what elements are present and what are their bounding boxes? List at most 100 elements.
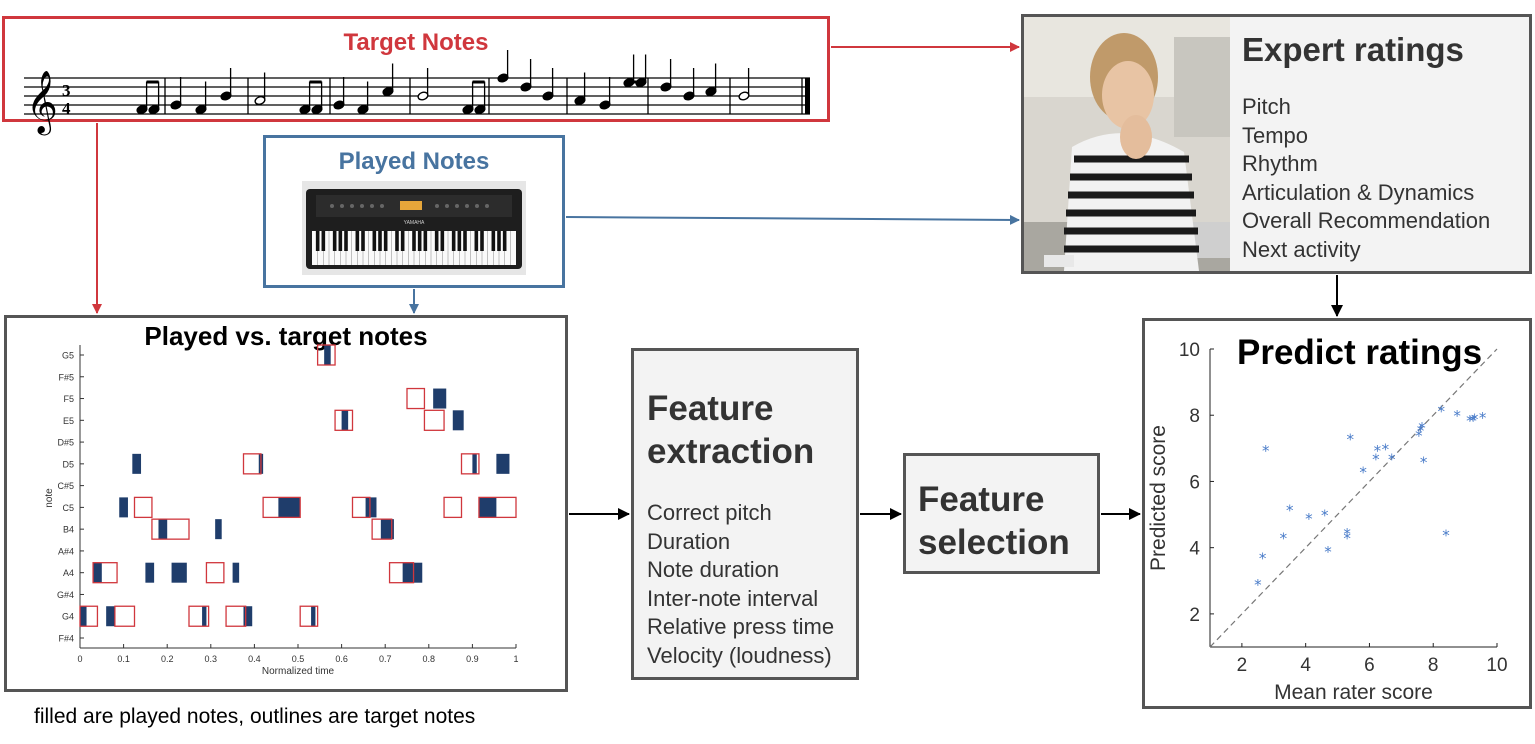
x-tick-label: 6 <box>1364 655 1375 676</box>
fe-item-duration: Duration <box>647 528 731 554</box>
target-notes-panel: Target Notes 𝄞 3 4 <box>2 16 830 136</box>
y-tick-label: A4 <box>63 568 74 578</box>
scatter-point: * <box>1418 419 1426 437</box>
scatter-point: * <box>1324 543 1332 561</box>
y-tick-label: D5 <box>62 459 74 469</box>
treble-clef-icon: 𝄞 <box>26 70 58 136</box>
target-note-mark <box>114 605 136 627</box>
x-tick-label: 10 <box>1486 655 1507 676</box>
feature-selection-panel: Feature selection <box>903 453 1100 574</box>
y-tick-label: G5 <box>62 351 74 361</box>
black-key <box>423 231 428 251</box>
y-tick-label: 4 <box>1189 539 1200 560</box>
black-key <box>457 231 462 251</box>
black-key <box>502 231 507 251</box>
pvt-title: Played vs. target notes <box>144 321 428 351</box>
black-key <box>372 231 377 251</box>
keyboard-image: YAMAHA <box>302 181 526 275</box>
played-notes-title: Played Notes <box>338 148 490 175</box>
scatter-point: * <box>1280 530 1288 548</box>
time-signature-bottom: 4 <box>62 99 71 118</box>
target-note-mark <box>423 409 445 431</box>
x-axis-label: Normalized time <box>262 666 335 677</box>
played-note-mark <box>311 606 316 627</box>
played-note-mark <box>202 606 207 627</box>
black-key <box>474 231 479 251</box>
black-key <box>338 231 343 251</box>
fe-title-line2: extraction <box>647 432 815 471</box>
scatter-point: * <box>1254 576 1262 594</box>
feature-extraction-panel: Feature extraction Correct pitch Duratio… <box>631 348 859 680</box>
played-note-mark <box>132 453 142 474</box>
scatter-point: * <box>1359 464 1367 482</box>
keyboard-display <box>400 201 422 210</box>
black-key <box>451 231 456 251</box>
fe-item-relative-press-time: Relative press time <box>647 614 835 640</box>
scatter-point: * <box>1286 502 1294 520</box>
scatter-point: * <box>1382 440 1390 458</box>
arrow-played-to-expert <box>565 214 1020 225</box>
scatter-point: * <box>1305 510 1313 528</box>
scatter-point: * <box>1420 454 1428 472</box>
expert-item-overall: Overall Recommendation <box>1242 208 1491 234</box>
black-key <box>497 231 501 251</box>
black-key <box>355 231 360 251</box>
black-key <box>321 231 326 251</box>
x-tick-label: 0.7 <box>379 654 392 664</box>
scatter-point: * <box>1347 430 1355 448</box>
target-note-mark <box>460 453 480 475</box>
target-note-mark <box>406 387 426 410</box>
y-tick-label: F5 <box>63 394 74 404</box>
played-note-mark <box>380 519 394 540</box>
fe-title-line1: Feature <box>647 389 774 428</box>
keyboard-brand-label: YAMAHA <box>404 220 425 226</box>
y-tick-label: F#5 <box>58 372 74 382</box>
identity-line <box>1209 348 1498 648</box>
x-tick-label: 0.2 <box>161 654 174 664</box>
x-tick-label: 4 <box>1300 655 1311 676</box>
played-note-mark <box>433 388 447 409</box>
black-key <box>332 231 337 251</box>
expert-item-next-activity: Next activity <box>1242 236 1361 262</box>
y-tick-label: B4 <box>63 525 74 535</box>
black-key <box>400 231 405 251</box>
y-tick-label: 10 <box>1179 340 1200 361</box>
target-note-mark <box>334 409 354 431</box>
time-signature-top: 3 <box>62 81 71 100</box>
black-key <box>344 231 348 251</box>
y-tick-label: E5 <box>63 416 74 426</box>
expert-item-rhythm: Rhythm <box>1242 151 1318 177</box>
scatter-point: * <box>1388 450 1396 468</box>
played-note-mark <box>158 519 168 540</box>
x-tick-label: 2 <box>1237 655 1248 676</box>
fe-item-correct-pitch: Correct pitch <box>647 500 772 525</box>
target-note-mark <box>79 605 99 627</box>
y-tick-label: 8 <box>1189 406 1200 427</box>
scatter-point: * <box>1259 550 1267 568</box>
target-note-mark <box>133 496 153 519</box>
black-key <box>361 231 365 251</box>
scatter-point: * <box>1262 442 1270 460</box>
fe-item-velocity: Velocity (loudness) <box>647 642 832 668</box>
y-tick-label: C5 <box>62 503 74 513</box>
black-key <box>417 231 422 251</box>
y-tick-label: 6 <box>1189 472 1200 493</box>
played-note-mark <box>496 453 510 474</box>
expert-ratings-panel: Expert ratings Pitch Tempo Rhythm Articu… <box>1021 14 1532 274</box>
x-tick-label: 0.9 <box>466 654 479 664</box>
final-barline <box>805 78 810 114</box>
target-note-mark <box>188 605 210 627</box>
black-key <box>412 231 416 251</box>
x-tick-label: 0.4 <box>248 654 261 664</box>
scatter-point: * <box>1374 442 1382 460</box>
scatter-point: * <box>1372 450 1380 468</box>
expert-item-articulation: Articulation & Dynamics <box>1242 179 1475 205</box>
expert-ratings-title: Expert ratings <box>1242 31 1464 68</box>
scatter-point: * <box>1469 412 1477 430</box>
feature-selection-title: Feature selection <box>918 478 1070 564</box>
scatter-point: * <box>1479 409 1487 427</box>
played-note-mark <box>119 497 128 518</box>
